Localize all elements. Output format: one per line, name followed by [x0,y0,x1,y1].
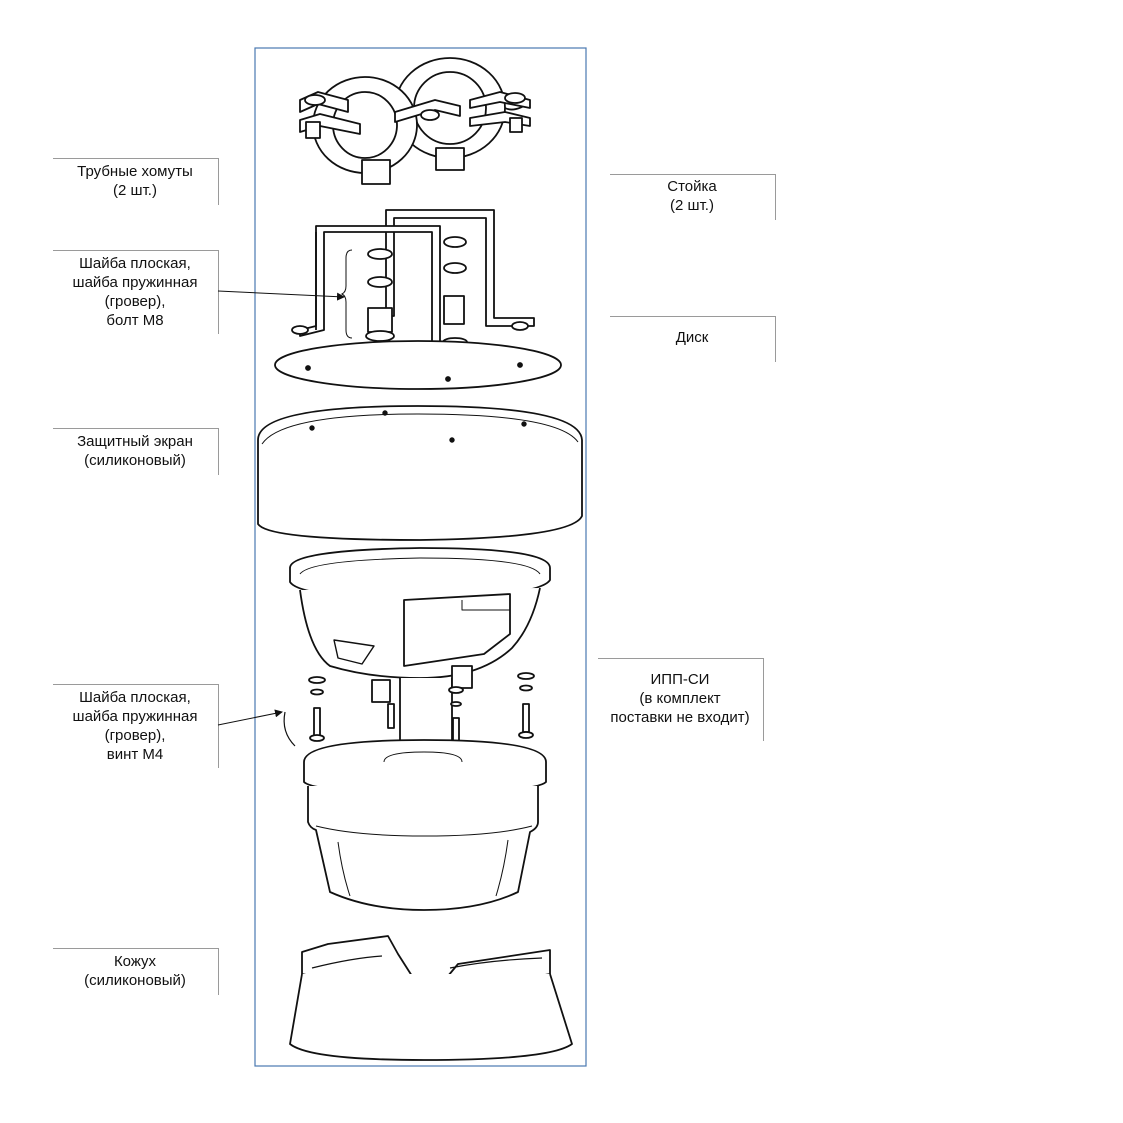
leader-washer-bolt [217,290,345,301]
label-stand-line1: Стойка [667,178,717,195]
bracket-washer-bolt [53,250,219,334]
disk [274,340,562,390]
bracket-cover [53,948,219,995]
label-cover-line1: Кожух [113,953,157,970]
bracket-stand [610,174,776,220]
bracket-shield [53,428,219,475]
stands [291,209,535,351]
bracket-ipp [598,658,764,741]
label-ipp-line3: поставки не входит) [610,709,750,726]
label-shield: Защитный экран (силиконовый) [55,432,215,470]
screws-m4 [283,672,535,747]
protective-shield [257,405,583,541]
label-washer-bolt-line2: шайба пружинная [72,274,198,291]
label-washer-bolt-line3: (гровер), [104,293,166,310]
label-cover-line2: (силиконовый) [84,972,186,989]
label-stand-line2: (2 шт.) [670,197,714,214]
label-washer-screw-line4: винт М4 [106,746,164,763]
pipe-clamps [299,57,531,185]
ipp-si-device [289,547,551,749]
label-washer-bolt: Шайба плоская, шайба пружинная (гровер),… [55,254,215,330]
label-pipe-clamps: Трубные хомуты (2 шт.) [55,162,215,200]
label-washer-screw-line1: Шайба плоская, [79,689,191,706]
base-housing [303,739,547,911]
label-washer-screw-line2: шайба пружинная [72,708,198,725]
label-disk: Диск [612,328,772,347]
label-ipp-line2: (в комплект [639,690,721,707]
label-washer-bolt-line1: Шайба плоская, [79,255,191,272]
brace-washer-bolt [340,249,353,339]
label-washer-bolt-line4: болт М8 [106,312,164,329]
label-disk-line1: Диск [675,329,709,346]
label-shield-line2: (силиконовый) [84,452,186,469]
leader-washer-screw [217,709,283,726]
label-washer-screw-line3: (гровер), [104,727,166,744]
silicone-cover [289,935,573,1061]
label-stand: Стойка (2 шт.) [612,177,772,215]
label-cover: Кожух (силиконовый) [55,952,215,990]
label-pipe-clamps-line1: Трубные хомуты [77,163,193,180]
bracket-disk [610,316,776,362]
drawing-frame [254,47,587,1067]
label-ipp-line1: ИПП-СИ [650,671,710,688]
label-shield-line1: Защитный экран [77,433,193,450]
bracket-washer-screw [53,684,219,768]
label-washer-screw: Шайба плоская, шайба пружинная (гровер),… [55,688,215,764]
bracket-pipe-clamps [53,158,219,205]
label-ipp: ИПП-СИ (в комплект поставки не входит) [598,670,762,727]
label-pipe-clamps-line2: (2 шт.) [113,182,157,199]
